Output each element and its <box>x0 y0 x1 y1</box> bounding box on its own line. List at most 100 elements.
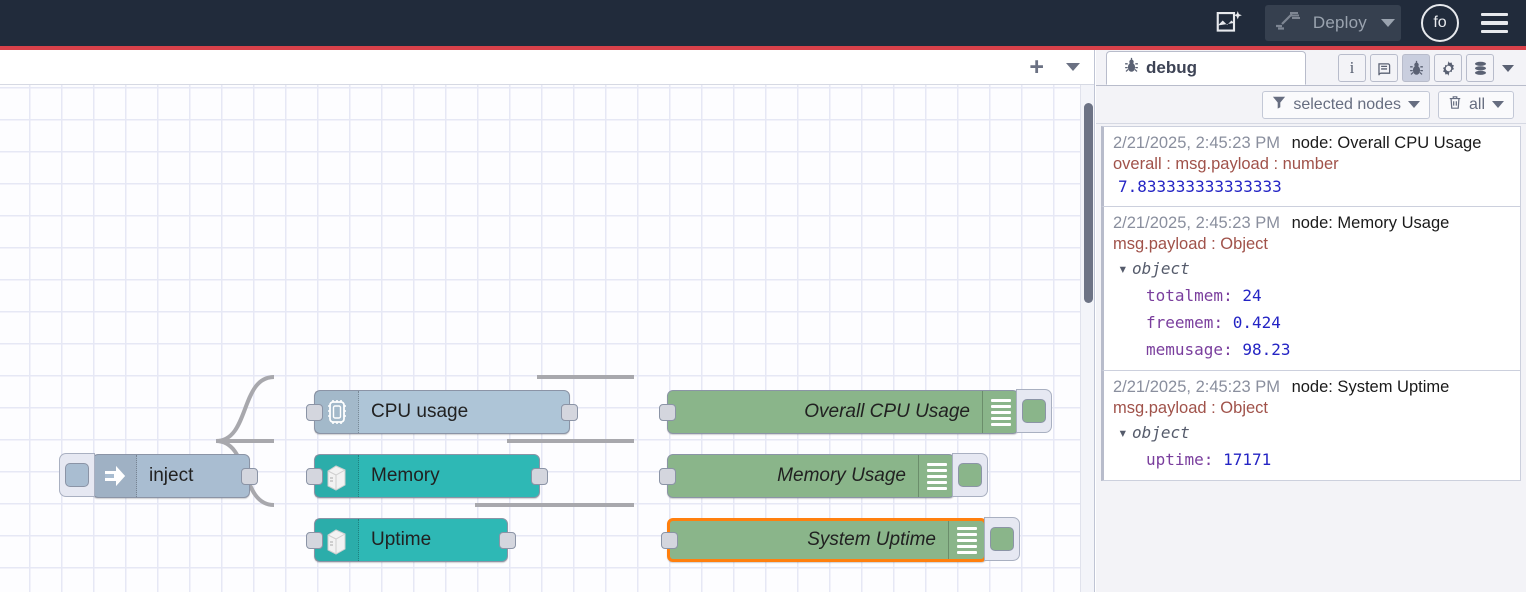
tab-debug[interactable]: debug <box>1106 51 1306 85</box>
node-debug-memory-usage[interactable]: Memory Usage <box>659 453 988 498</box>
debug-toggle-button[interactable] <box>952 453 988 497</box>
node-label: Uptime <box>371 529 432 550</box>
flow-workspace: + inj <box>0 50 1095 592</box>
library-icon[interactable] <box>1370 54 1398 82</box>
trash-icon <box>1448 95 1462 115</box>
node-label: CPU usage <box>371 401 469 422</box>
avatar[interactable]: fo <box>1421 4 1459 42</box>
arrow-right-icon <box>93 455 137 497</box>
debug-object-property: totalmem: 24 <box>1113 282 1514 309</box>
deploy-label: Deploy <box>1312 13 1367 32</box>
debug-object-label: object <box>1132 423 1190 442</box>
flow-tab-bar: + <box>0 50 1094 85</box>
debug-toggle-button[interactable] <box>1016 389 1052 433</box>
node-output-port[interactable] <box>241 467 258 485</box>
image-sparkle-icon[interactable] <box>1207 1 1251 45</box>
sidebar-panel: debug i <box>1096 50 1526 592</box>
tab-debug-label: debug <box>1146 58 1197 77</box>
node-input-port[interactable] <box>661 531 678 549</box>
debug-property-key: memusage <box>1146 340 1224 359</box>
debug-property-key: freemem <box>1146 313 1214 332</box>
debug-filter-bar: selected nodes all <box>1096 86 1526 124</box>
node-uptime[interactable]: Uptime <box>306 518 516 562</box>
debug-message-list[interactable]: 2/21/2025, 2:45:23 PM node: Overall CPU … <box>1101 126 1521 588</box>
debug-bug-icon[interactable] <box>1402 54 1430 82</box>
node-output-port[interactable] <box>531 467 548 485</box>
debug-source-node: node: Overall CPU Usage <box>1291 134 1482 152</box>
debug-message[interactable]: 2/21/2025, 2:45:23 PM node: Memory Usage… <box>1101 207 1521 371</box>
avatar-initials: fo <box>1433 14 1447 31</box>
debug-timestamp: 2/21/2025, 2:45:23 PM <box>1113 134 1280 152</box>
debug-timestamp: 2/21/2025, 2:45:23 PM <box>1113 214 1280 232</box>
sidebar-tab-bar: debug i <box>1096 50 1526 86</box>
deploy-button[interactable]: Deploy <box>1264 5 1401 41</box>
node-label: inject <box>149 465 194 486</box>
node-input-port[interactable] <box>306 531 323 549</box>
debug-object-label: object <box>1132 259 1190 278</box>
node-cpu-usage[interactable]: CPU usage <box>306 390 578 434</box>
debug-object-property: freemem: 0.424 <box>1113 309 1514 336</box>
clear-label: all <box>1468 95 1485 113</box>
debug-source-node: node: Memory Usage <box>1291 214 1450 232</box>
node-input-port[interactable] <box>306 403 323 421</box>
filter-label: selected nodes <box>1293 95 1401 113</box>
node-label: System Uptime <box>807 529 936 550</box>
node-output-port[interactable] <box>499 531 516 549</box>
debug-property-value: 24 <box>1242 286 1262 305</box>
debug-toggle-inner <box>1022 399 1046 423</box>
debug-message[interactable]: 2/21/2025, 2:45:23 PM node: System Uptim… <box>1101 371 1521 481</box>
node-debug-overall-cpu-usage[interactable]: Overall CPU Usage <box>659 389 1052 434</box>
hamburger-menu-icon[interactable] <box>1481 8 1508 39</box>
debug-lines-icon <box>982 391 1018 433</box>
node-memory[interactable]: Memory <box>306 454 548 498</box>
bug-icon <box>1123 57 1140 79</box>
debug-property-value: 0.424 <box>1232 313 1281 332</box>
node-inject[interactable]: inject <box>59 453 258 498</box>
chevron-down-icon[interactable] <box>1502 64 1514 72</box>
chevron-down-icon[interactable] <box>1066 63 1080 71</box>
triangle-down-icon: ▾ <box>1118 259 1128 278</box>
main-header: Deploy fo <box>0 0 1526 50</box>
filter-selected-nodes-button[interactable]: selected nodes <box>1262 90 1430 119</box>
debug-toggle-button[interactable] <box>984 517 1020 561</box>
debug-lines-icon <box>948 521 984 559</box>
inject-trigger-inner <box>65 463 89 487</box>
debug-toggle-inner <box>990 527 1014 551</box>
chevron-down-icon[interactable] <box>1381 19 1395 27</box>
debug-topic: overall : msg.payload : number <box>1113 155 1339 173</box>
chevron-down-icon[interactable] <box>1407 101 1420 108</box>
context-stack-icon[interactable] <box>1466 54 1494 82</box>
debug-property-key: uptime <box>1146 450 1204 469</box>
debug-object-toggle[interactable]: ▾object <box>1113 255 1514 282</box>
debug-object-property: memusage: 98.23 <box>1113 336 1514 363</box>
gear-icon[interactable] <box>1434 54 1462 82</box>
scrollbar-thumb[interactable] <box>1084 103 1093 303</box>
wire-layer <box>215 375 634 507</box>
inject-trigger-button[interactable] <box>59 453 95 497</box>
node-input-port[interactable] <box>306 467 323 485</box>
chevron-down-icon[interactable] <box>1492 101 1504 108</box>
add-flow-button[interactable]: + <box>1029 52 1044 81</box>
debug-object-toggle[interactable]: ▾object <box>1113 419 1514 446</box>
deploy-icon <box>1275 11 1301 36</box>
debug-property-value: 98.23 <box>1242 340 1291 359</box>
clear-all-button[interactable]: all <box>1437 90 1514 119</box>
debug-source-node: node: System Uptime <box>1291 378 1450 396</box>
node-input-port[interactable] <box>659 467 676 485</box>
node-label: Overall CPU Usage <box>804 401 970 422</box>
node-label: Memory Usage <box>777 465 906 486</box>
debug-object-property: uptime: 17171 <box>1113 446 1514 473</box>
debug-value: 7.833333333333333 <box>1118 177 1282 196</box>
debug-timestamp: 2/21/2025, 2:45:23 PM <box>1113 378 1280 396</box>
node-debug-system-uptime[interactable]: System Uptime <box>661 517 1020 562</box>
canvas-vertical-scrollbar[interactable] <box>1080 85 1094 592</box>
debug-property-key: totalmem <box>1146 286 1224 305</box>
debug-message[interactable]: 2/21/2025, 2:45:23 PM node: Overall CPU … <box>1101 126 1521 207</box>
triangle-down-icon: ▾ <box>1118 423 1128 442</box>
node-input-port[interactable] <box>659 403 676 421</box>
info-icon[interactable]: i <box>1338 54 1366 82</box>
flow-canvas[interactable]: inject CPU usage <box>0 85 1081 592</box>
server-icon <box>315 455 359 497</box>
debug-lines-icon <box>918 455 954 497</box>
node-output-port[interactable] <box>561 403 578 421</box>
